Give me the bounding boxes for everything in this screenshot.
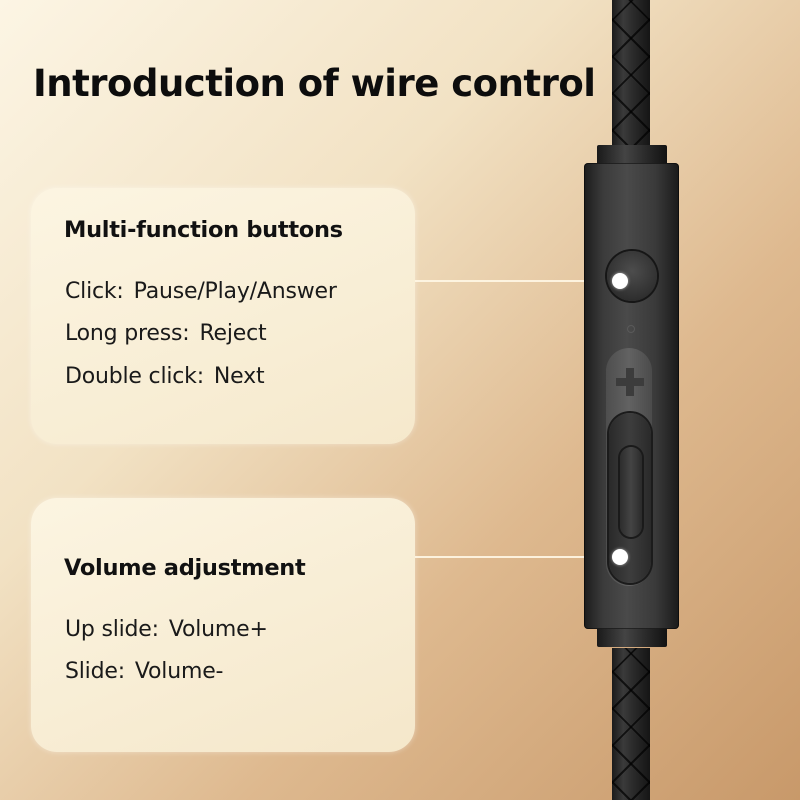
line-value: Volume-	[134, 659, 224, 684]
card-line-double-click: Double click: Next	[65, 364, 265, 389]
card-line-click: Click: Pause/Play/Answer	[65, 279, 337, 304]
leader-line-multifunction	[415, 280, 620, 282]
slider-slot-icon	[620, 447, 642, 537]
card-line-long-press: Long press: Reject	[65, 321, 267, 346]
cable-bottom	[612, 648, 650, 800]
line-value: Volume+	[168, 617, 268, 642]
line-value: Reject	[199, 321, 267, 346]
remote-collar-top	[597, 145, 667, 165]
line-value: Next	[213, 364, 265, 389]
multifunction-buttons-card: Multi-function buttons Click: Pause/Play/…	[31, 188, 415, 444]
line-key: Up slide:	[65, 617, 159, 642]
mic-hole-icon	[627, 325, 635, 333]
callout-dot-volume	[612, 549, 628, 565]
line-key: Slide:	[65, 659, 125, 684]
callout-dot-multifunction	[612, 273, 628, 289]
cable-top	[612, 0, 650, 148]
leader-line-volume	[415, 556, 620, 558]
card-heading: Volume adjustment	[64, 555, 306, 581]
line-key: Long press:	[65, 321, 190, 346]
card-heading: Multi-function buttons	[64, 217, 343, 243]
line-key: Double click:	[65, 364, 204, 389]
line-key: Click:	[65, 279, 124, 304]
page-title: Introduction of wire control	[33, 62, 596, 105]
plus-icon	[612, 364, 648, 400]
line-value: Pause/Play/Answer	[133, 279, 337, 304]
volume-adjustment-card: Volume adjustment Up slide: Volume+ Slide…	[31, 498, 415, 752]
card-line-slide: Slide: Volume-	[65, 659, 223, 684]
remote-collar-bottom	[597, 627, 667, 647]
card-line-up-slide: Up slide: Volume+	[65, 617, 268, 642]
